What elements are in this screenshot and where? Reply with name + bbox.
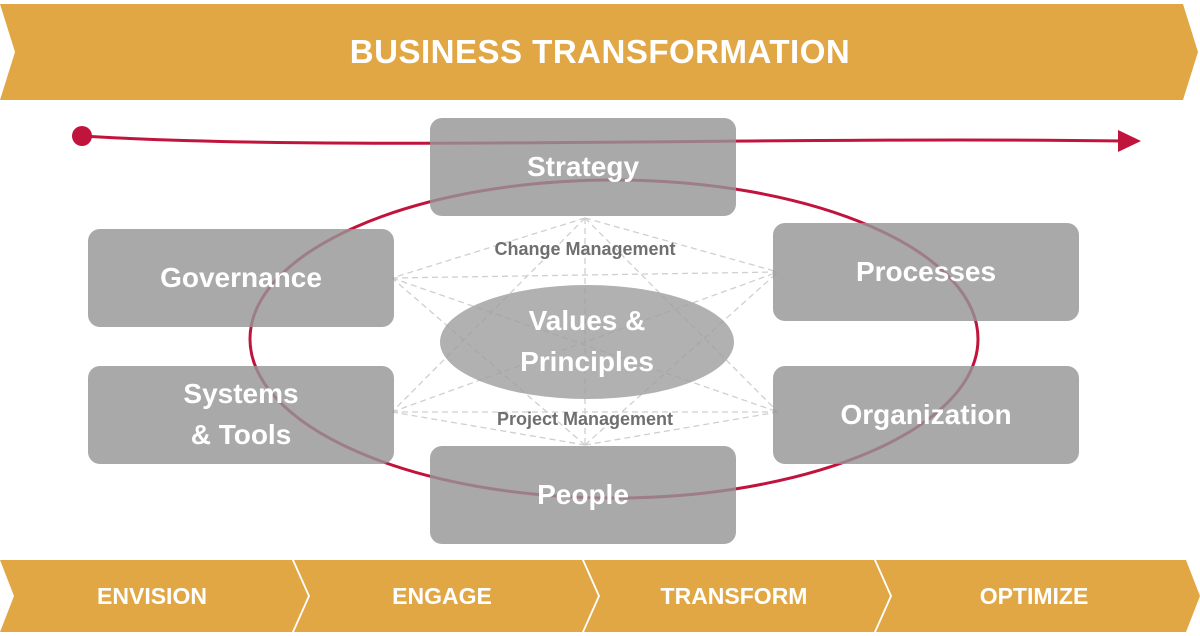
phase-engage: ENGAGE: [392, 582, 492, 609]
node-strategy-label: Strategy: [526, 150, 640, 182]
node-strategy: Strategy: [430, 118, 736, 216]
phase-chevron-envision: [0, 560, 308, 632]
node-governance-label: Governance: [160, 261, 322, 293]
node-systems-label-line1: Systems: [183, 378, 299, 410]
phase-chevron-engage: [294, 560, 598, 632]
banner-title: BUSINESS TRANSFORMATION: [349, 33, 851, 70]
phase-envision: ENVISION: [97, 582, 207, 609]
center-label-line2: Principles: [520, 346, 654, 377]
label-project-management: Project Management: [496, 409, 674, 429]
node-people-label: People: [537, 478, 629, 510]
node-systems-tools: Systems & Tools: [88, 366, 394, 464]
label-change-management: Change Management: [494, 239, 676, 259]
center-values-principles: Values & Principles: [440, 285, 734, 399]
banner-arrow-shape: [0, 4, 1198, 100]
phase-chevron-transform: [584, 560, 890, 632]
node-organization: Organization: [773, 366, 1079, 464]
node-systems-label-line2: & Tools: [190, 419, 292, 450]
phase-transform: TRANSFORM: [660, 582, 808, 609]
node-processes-label: Processes: [855, 255, 997, 287]
phase-chevron-optimize: [876, 560, 1200, 632]
node-processes: Processes: [773, 223, 1079, 321]
phase-optimize: OPTIMIZE: [979, 582, 1089, 609]
center-label-line1: Values &: [528, 305, 646, 337]
node-governance: Governance: [88, 229, 394, 327]
node-organization-label: Organization: [840, 398, 1012, 430]
node-people: People: [430, 446, 736, 544]
